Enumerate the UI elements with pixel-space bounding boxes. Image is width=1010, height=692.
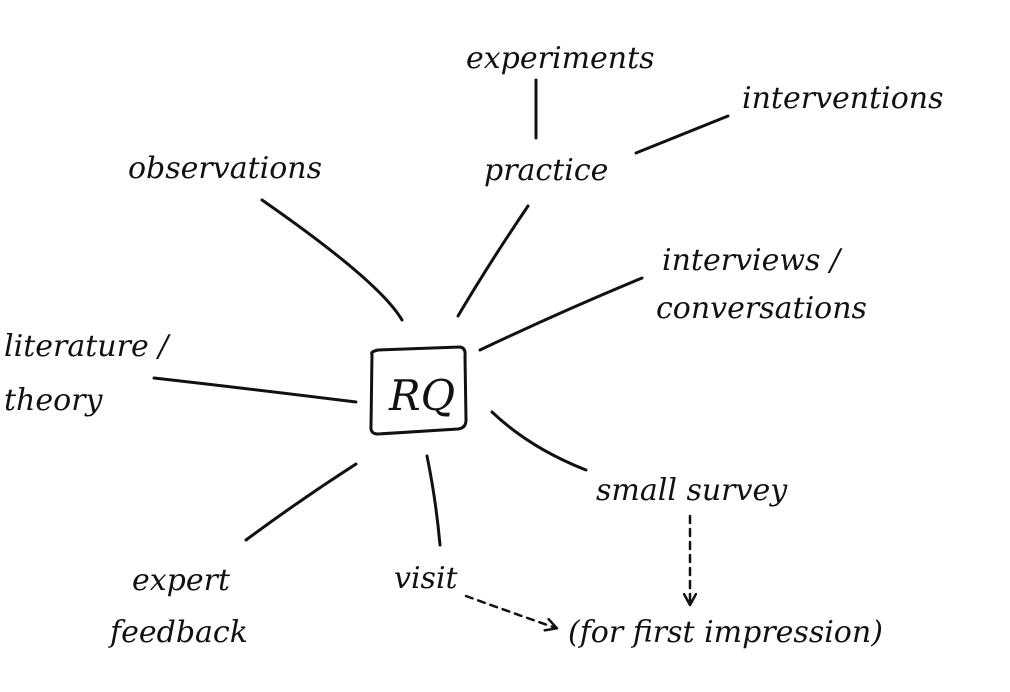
edge-rq-interviews <box>478 276 644 352</box>
node-experiments: experiments <box>466 41 655 76</box>
edge-rq-practice <box>456 204 530 318</box>
rq-label: RQ <box>388 371 455 420</box>
edge-rq-visit <box>425 454 442 547</box>
edge-practice-interventions <box>634 114 730 155</box>
node-expert-line2: feedback <box>108 615 248 650</box>
node-observations: observations <box>128 151 322 186</box>
node-literature-line2: theory <box>4 383 104 418</box>
node-practice: practice <box>484 153 608 188</box>
node-interviews-line1: interviews / <box>662 243 843 278</box>
node-expert-line1: expert <box>132 563 231 598</box>
node-first-impression: (for first impression) <box>568 615 883 650</box>
node-interviews-line2: conversations <box>656 291 867 326</box>
edge-visit-first-impression <box>464 594 556 628</box>
edge-rq-literature <box>152 376 358 404</box>
edge-rq-small-survey <box>490 410 588 472</box>
node-interventions: interventions <box>742 81 944 116</box>
node-small-survey: small survey <box>596 473 788 508</box>
node-visit: visit <box>394 561 459 596</box>
edge-rq-expert-feedback <box>244 462 358 542</box>
edge-rq-observations <box>260 198 404 322</box>
node-literature-line1: literature / <box>4 329 171 364</box>
rq-box <box>369 345 468 436</box>
